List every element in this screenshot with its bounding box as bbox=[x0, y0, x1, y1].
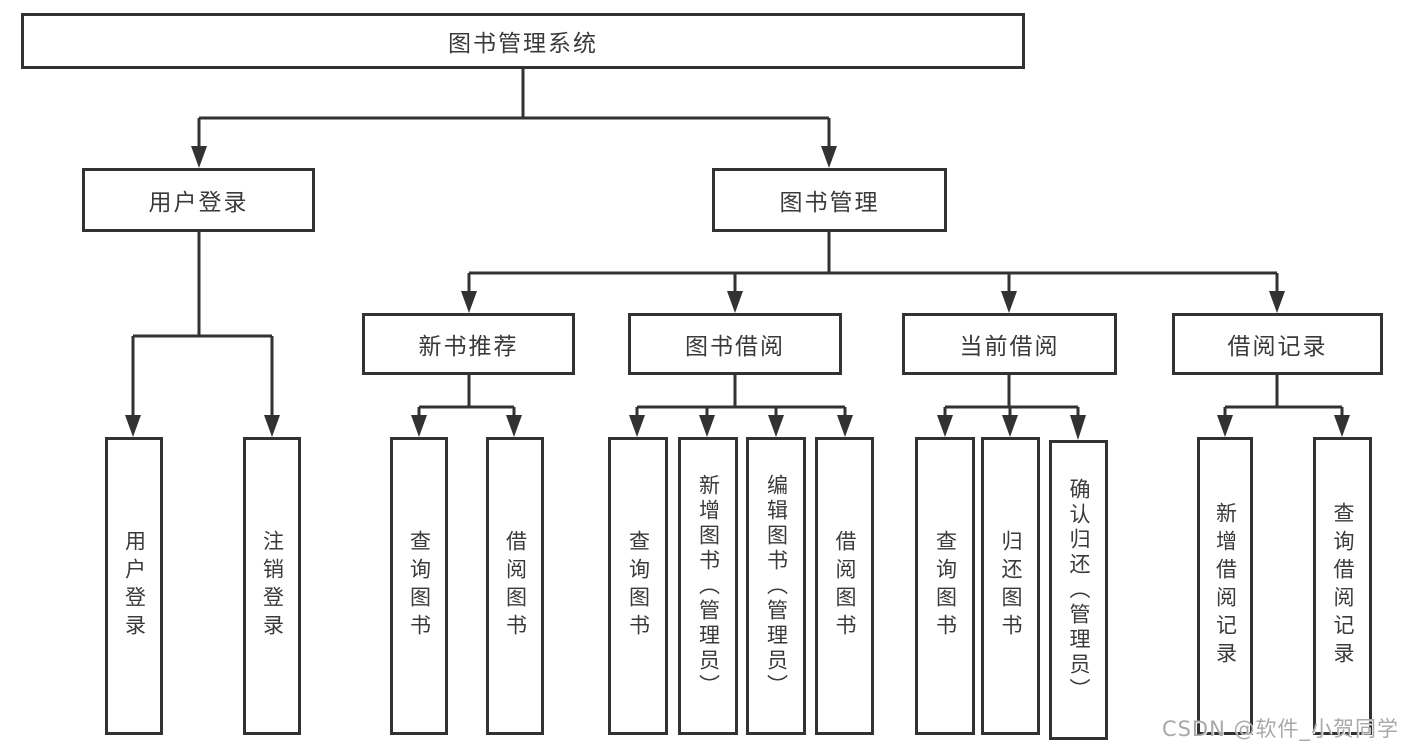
node-label: 借阅记录 bbox=[1227, 334, 1328, 360]
leaf-logout: 注销登录 bbox=[243, 437, 301, 735]
node-current-borrowing: 当前借阅 bbox=[902, 313, 1117, 375]
leaf-label: 查询图书 bbox=[933, 530, 958, 642]
leaf-label: 查询图书 bbox=[626, 530, 651, 642]
leaf-add-borrow-record: 新增借阅记录 bbox=[1197, 437, 1253, 735]
leaf-confirm-return-admin: 确认归还（管理员） bbox=[1049, 440, 1108, 740]
node-label: 图书借阅 bbox=[685, 334, 785, 360]
leaf-borrow-books: 借阅图书 bbox=[815, 437, 874, 735]
leaf-label: 归还图书 bbox=[999, 530, 1023, 642]
node-label: 用户登录 bbox=[148, 190, 249, 216]
node-label: 图书管理 bbox=[779, 190, 880, 216]
leaf-label: 用户登录 bbox=[122, 530, 147, 642]
leaf-label: 查询图书 bbox=[407, 530, 432, 642]
leaf-edit-book-admin: 编辑图书（管理员） bbox=[746, 437, 806, 735]
leaf-label: 新增借阅记录 bbox=[1213, 502, 1238, 670]
node-user-login: 用户登录 bbox=[82, 168, 315, 232]
leaf-query-books-borrowing: 查询图书 bbox=[608, 437, 668, 735]
node-label: 图书管理系统 bbox=[448, 31, 598, 57]
leaf-label: 新增图书（管理员） bbox=[696, 473, 721, 699]
node-label: 新书推荐 bbox=[418, 334, 519, 360]
node-book-management: 图书管理 bbox=[712, 168, 947, 232]
leaf-label: 编辑图书（管理员） bbox=[764, 473, 789, 699]
leaf-label: 查询借阅记录 bbox=[1331, 502, 1355, 670]
leaf-query-books-recommend: 查询图书 bbox=[390, 437, 448, 735]
leaf-return-book: 归还图书 bbox=[981, 437, 1040, 735]
leaf-label: 借阅图书 bbox=[503, 530, 528, 642]
leaf-borrow-books-recommend: 借阅图书 bbox=[486, 437, 544, 735]
leaf-label: 注销登录 bbox=[260, 530, 285, 642]
csdn-watermark: CSDN @软件_小贺同学 bbox=[1161, 717, 1399, 741]
leaf-query-borrow-record: 查询借阅记录 bbox=[1313, 437, 1372, 735]
node-new-book-recommend: 新书推荐 bbox=[362, 313, 575, 375]
leaf-user-login: 用户登录 bbox=[105, 437, 163, 735]
node-borrowing-records: 借阅记录 bbox=[1172, 313, 1383, 375]
node-library-system: 图书管理系统 bbox=[21, 13, 1025, 69]
node-label: 当前借阅 bbox=[959, 334, 1060, 360]
leaf-label: 借阅图书 bbox=[833, 530, 857, 642]
leaf-query-books-current: 查询图书 bbox=[915, 437, 975, 735]
leaf-label: 确认归还（管理员） bbox=[1067, 477, 1091, 703]
node-book-borrowing: 图书借阅 bbox=[628, 313, 842, 375]
leaf-add-book-admin: 新增图书（管理员） bbox=[678, 437, 738, 735]
